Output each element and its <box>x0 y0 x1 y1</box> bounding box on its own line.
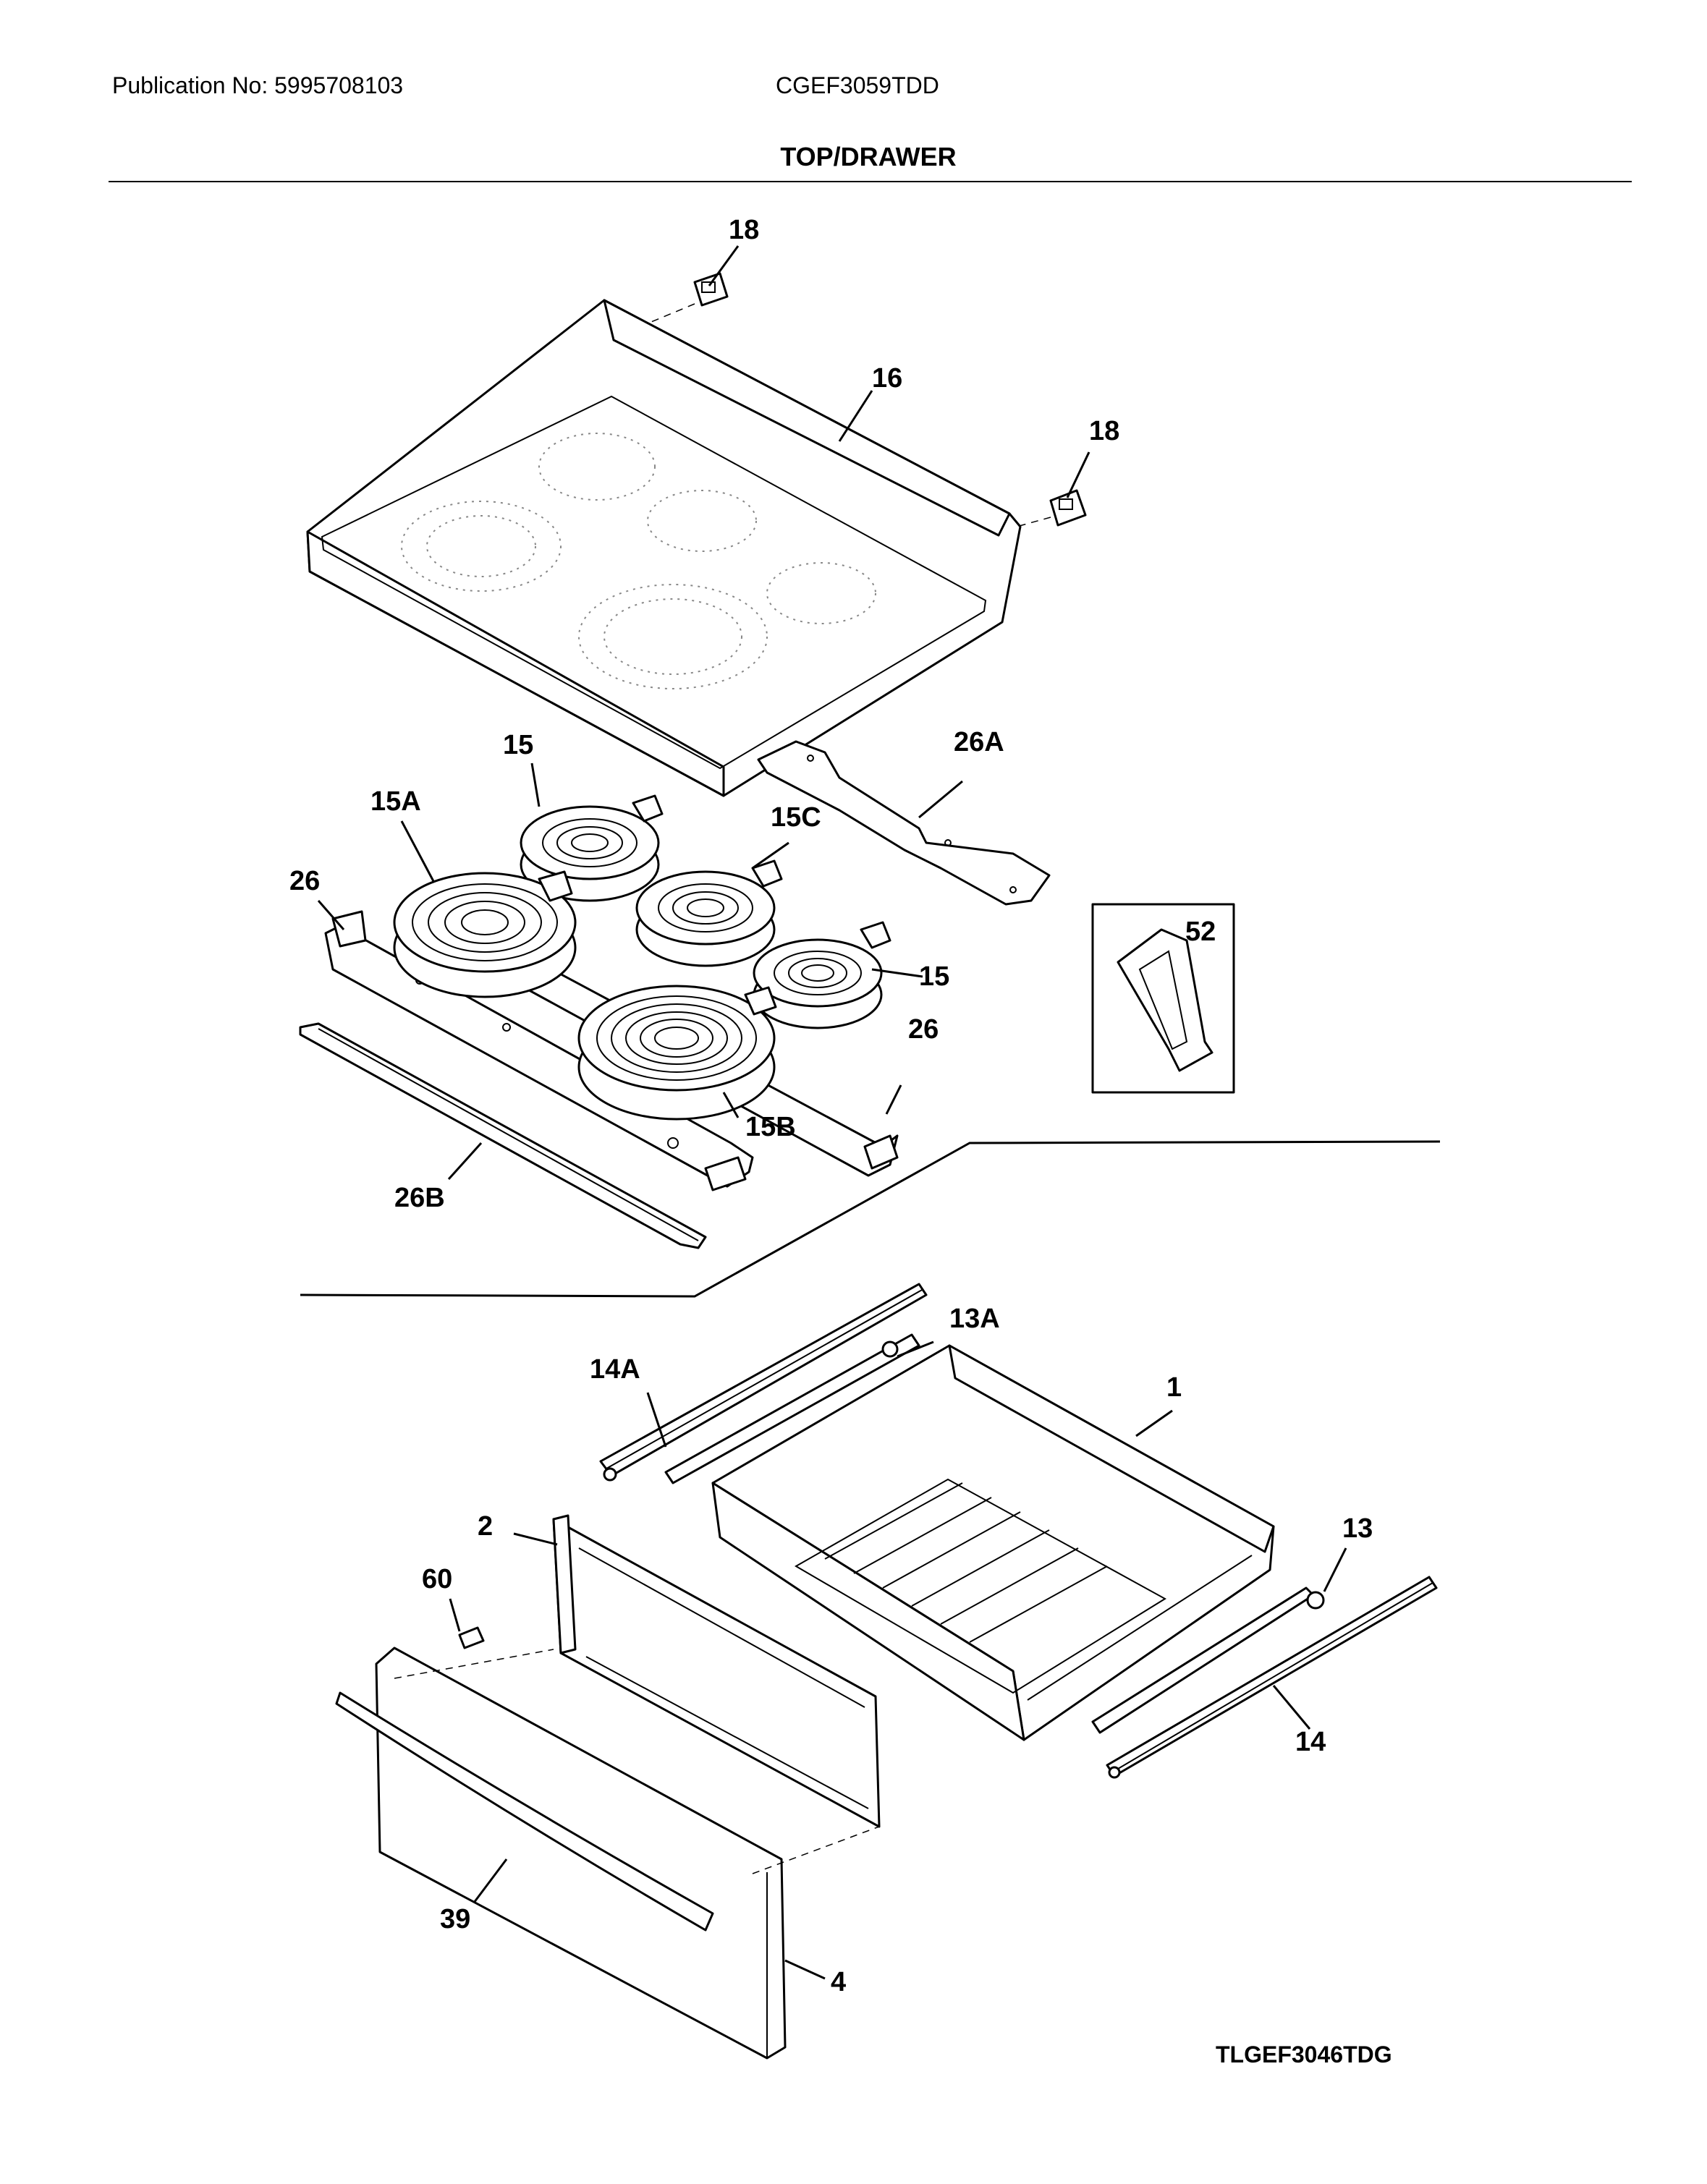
callout-15c: 15C <box>771 802 821 833</box>
callout-26-right: 26 <box>908 1014 939 1045</box>
callout-13a: 13A <box>949 1304 1000 1334</box>
callout-14: 14 <box>1295 1727 1326 1757</box>
callout-52: 52 <box>1185 917 1216 947</box>
callout-18-right: 18 <box>1089 416 1119 446</box>
callout-39: 39 <box>440 1904 470 1934</box>
callout-26-left: 26 <box>289 866 320 896</box>
cooktop-clip-right <box>1016 489 1087 527</box>
drawer-slide-14a <box>599 1283 928 1484</box>
diagram-code: TLGEF3046TDG <box>1216 2041 1392 2068</box>
drawer-slide-14 <box>1091 1576 1438 1779</box>
callout-1: 1 <box>1166 1372 1182 1403</box>
section-title: TOP/DRAWER <box>780 142 957 171</box>
callout-60: 60 <box>422 1564 452 1594</box>
leader-lines <box>317 245 1347 1980</box>
callout-13: 13 <box>1342 1513 1373 1544</box>
callout-15b: 15B <box>745 1112 796 1142</box>
drawer-body <box>711 1344 1275 1741</box>
harness-bracket-26a <box>757 740 1051 906</box>
cooktop-glass-top <box>306 299 1022 797</box>
callout-4: 4 <box>831 1967 846 1997</box>
model-number: CGEF3059TDD <box>776 72 939 98</box>
publication-number: Publication No: 5995708103 <box>112 72 404 98</box>
burner-15-top <box>520 794 664 902</box>
cooktop-clip-left <box>651 272 729 323</box>
drawer-handle <box>335 1691 714 1932</box>
drawer-inner-panel <box>552 1514 881 1828</box>
burner-15b <box>577 985 777 1121</box>
front-trim-26b <box>299 1022 707 1249</box>
drawer-screw <box>458 1626 485 1649</box>
callout-26b: 26B <box>394 1183 445 1213</box>
callout-18-top: 18 <box>729 215 759 245</box>
callout-14a: 14A <box>590 1354 640 1385</box>
callout-15-top: 15 <box>503 730 533 760</box>
callout-15-right: 15 <box>919 961 949 992</box>
callout-26a: 26A <box>954 727 1004 757</box>
burner-15a <box>393 870 577 998</box>
burner-15c <box>635 859 783 967</box>
burner-15-right <box>753 921 891 1029</box>
callout-15a: 15A <box>370 786 421 817</box>
section-divider <box>300 1140 1441 1298</box>
header-rule <box>109 181 1632 182</box>
callout-2: 2 <box>478 1511 493 1542</box>
inset-part-52 <box>1091 903 1235 1094</box>
callout-16: 16 <box>872 363 902 394</box>
